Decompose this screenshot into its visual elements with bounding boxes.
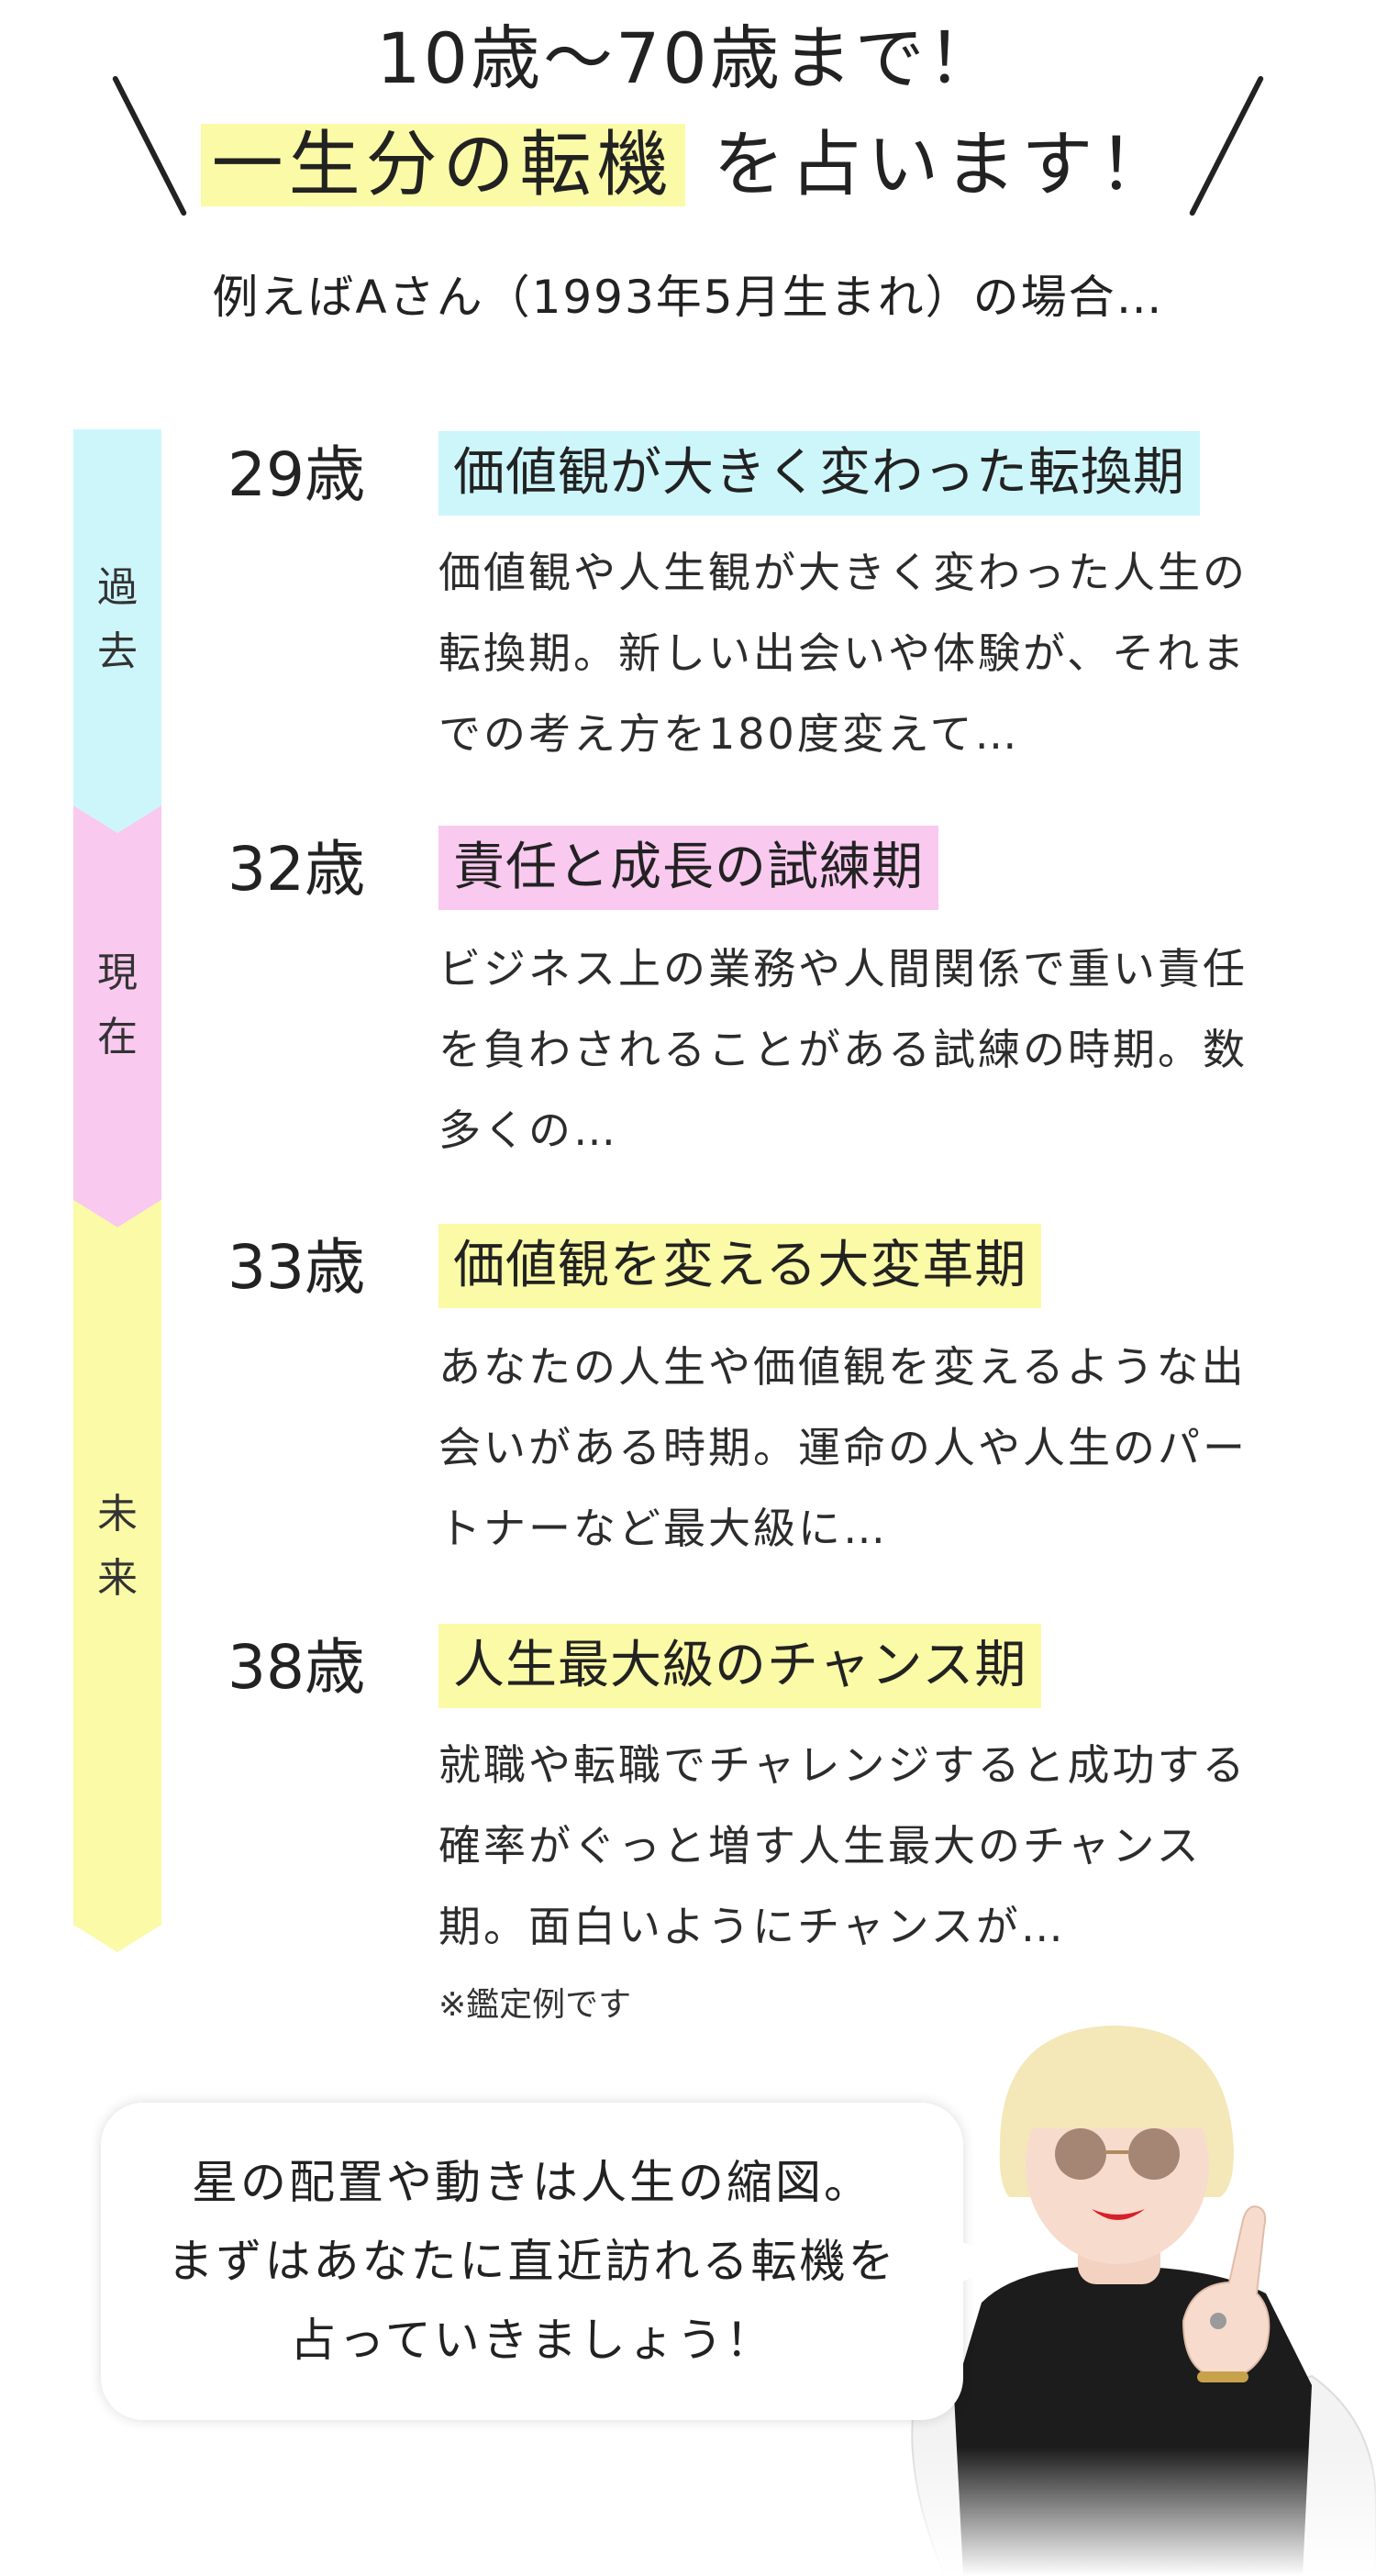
timeline-segment-past — [73, 429, 161, 833]
speech-bubble-tail — [949, 2237, 1009, 2288]
entry-description: あなたの人生や価値観を変えるような出 会いがある時期。運命の人や人生のパー トナ… — [438, 1327, 1301, 1569]
example-caption: 例えばAさん（1993年5月生まれ）の場合… — [212, 271, 1164, 324]
entry-age: 32歳 — [227, 834, 365, 905]
entry-line: を負わされることがある試練の時期。数 — [438, 1025, 1248, 1074]
entry-age: 29歳 — [227, 439, 365, 510]
entry-line: ビジネス上の業務や人間関係で重い責任 — [438, 944, 1248, 994]
headline-main: 一生分の転機 を占います！ — [0, 117, 1376, 213]
speech-bubble — [101, 2103, 963, 2420]
entry-line: あなたの人生や価値観を変えるような出 — [438, 1342, 1247, 1392]
timeline-bar — [73, 429, 161, 1952]
headline-age-range: 10歳〜70歳まで！ — [376, 17, 1000, 99]
speech-bubble-text: 星の配置や動きは人生の縮図。 まずはあなたに直近訪れる転機を 占っていきましょう… — [101, 2143, 963, 2380]
entry-line: 確率がぐっと増す人生最大のチャンス — [438, 1821, 1202, 1871]
entry-title: 責任と成長の試練期 — [438, 826, 938, 910]
entry-description: 価値観や人生観が大きく変わった人生の 転換期。新しい出会いや体験が、それま での… — [438, 532, 1301, 774]
timeline-label-past-2: 去 — [97, 628, 138, 675]
entry-title: 価値観を変える大変革期 — [438, 1224, 1042, 1308]
timeline-label-past-1: 過 — [97, 564, 138, 611]
entry-age: 38歳 — [227, 1632, 365, 1703]
appraisal-example-note: ※鑑定例です — [438, 1986, 632, 2024]
entry-line: 価値観や人生観が大きく変わった人生の — [438, 548, 1248, 597]
headline-rest: を占います！ — [713, 124, 1176, 206]
timeline-segment-future — [73, 1200, 161, 1952]
timeline-label-future-2: 来 — [97, 1555, 138, 1602]
entry-line: 会いがある時期。運命の人や人生のパー — [438, 1423, 1248, 1472]
entry-line: 多くの… — [438, 1105, 618, 1155]
entry-description: ビジネス上の業務や人間関係で重い責任 を負わされることがある試練の時期。数 多く… — [438, 928, 1301, 1171]
entry-line: トナーなど最大級に… — [438, 1504, 888, 1553]
entry-title: 人生最大級のチャンス期 — [438, 1624, 1042, 1708]
headline-highlight: 一生分の転機 — [200, 124, 685, 206]
entry-line: 就職や転職でチャレンジすると成功する — [438, 1740, 1248, 1790]
entry-description: 就職や転職でチャレンジすると成功する 確率がぐっと増す人生最大のチャンス 期。面… — [438, 1725, 1301, 1967]
bubble-line: まずはあなたに直近訪れる転機を — [167, 2235, 897, 2288]
fortune-teller-illustration — [881, 1991, 1376, 2576]
entry-line: 期。面白いようにチャンスが… — [438, 1902, 1066, 1951]
entry-age: 33歳 — [227, 1232, 365, 1303]
bubble-line: 占っていきましょう！ — [290, 2314, 774, 2367]
timeline-segment-present — [73, 805, 161, 1227]
timeline-label-future-1: 未 — [97, 1491, 138, 1538]
entry-line: 転換期。新しい出会いや体験が、それま — [438, 628, 1248, 678]
bubble-line: 星の配置や動きは人生の縮図。 — [192, 2156, 872, 2209]
entry-line: での考え方を180度変えて… — [438, 709, 1020, 759]
entry-title: 価値観が大きく変わった転換期 — [438, 431, 1200, 516]
timeline-label-present-2: 在 — [97, 1014, 138, 1060]
timeline-label-present-1: 現 — [97, 949, 138, 996]
